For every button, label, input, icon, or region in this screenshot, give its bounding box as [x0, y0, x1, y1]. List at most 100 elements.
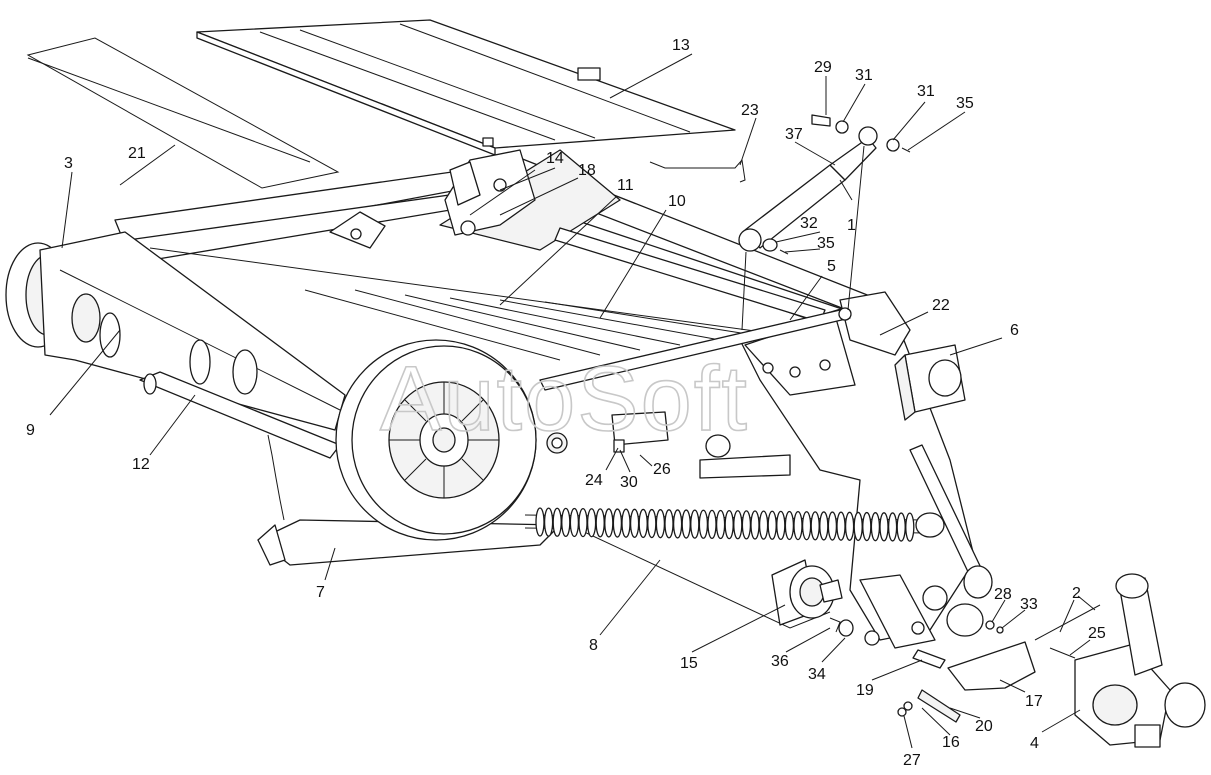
spring-coil — [561, 507, 571, 538]
spring-coil — [586, 508, 597, 538]
callout-18: 18 — [578, 162, 596, 179]
spring-coil — [690, 509, 700, 539]
callout-2: 2 — [1072, 585, 1081, 602]
spring-coil — [681, 509, 691, 539]
spring-coil — [655, 509, 666, 539]
spring-coil — [604, 508, 614, 538]
adjuster-rod — [699, 434, 993, 599]
spring-coil — [552, 507, 562, 537]
spring-coil — [535, 507, 545, 537]
part-5-link-rod — [539, 307, 852, 391]
spring-coil — [827, 511, 838, 541]
part-13-cover-plate — [196, 19, 736, 156]
callout-31b: 31 — [917, 83, 935, 100]
callout-23: 23 — [741, 102, 759, 119]
spring-coil — [638, 508, 648, 539]
callout-26: 26 — [653, 461, 671, 478]
callout-19: 19 — [856, 682, 874, 699]
callout-5: 5 — [827, 258, 836, 275]
part-10-11-slats — [304, 227, 826, 361]
callout-7: 7 — [316, 584, 325, 601]
spring-coil — [853, 511, 863, 542]
callout-6: 6 — [1010, 322, 1019, 339]
part-14-18-upper-bracket — [444, 149, 536, 236]
part-3-9-left-drum — [5, 231, 346, 431]
part-24-26-plate — [546, 411, 669, 454]
part-15-sprocket — [771, 559, 843, 626]
leader-lines — [49, 53, 1096, 749]
spring-coil — [741, 510, 752, 540]
spring-coil — [887, 512, 898, 542]
spring-coil — [724, 509, 734, 540]
spring-coil — [733, 510, 743, 540]
spring-coil — [862, 511, 872, 542]
callout-25: 25 — [1088, 625, 1106, 642]
callout-27: 27 — [903, 752, 921, 769]
callout-10: 10 — [668, 193, 686, 210]
callout-30: 30 — [620, 474, 638, 491]
callout-29: 29 — [814, 59, 832, 76]
callout-12: 12 — [132, 456, 150, 473]
spring-coil — [870, 512, 881, 542]
spring-coil — [715, 509, 726, 540]
spring-coil — [784, 510, 795, 541]
spring-coil — [647, 508, 657, 539]
spring-coil — [879, 512, 889, 542]
spring-coil — [896, 512, 906, 542]
spring-coil — [578, 507, 588, 538]
spring-coil — [776, 510, 786, 541]
spring-coil — [836, 511, 846, 541]
callout-13: 13 — [672, 37, 690, 54]
spring-coil — [819, 511, 829, 541]
callout-36: 36 — [771, 653, 789, 670]
spring-coil — [629, 508, 640, 538]
callout-16: 16 — [942, 734, 960, 751]
spring-coil — [793, 510, 803, 541]
spring-coil — [621, 508, 631, 538]
watermark-text: AutoSoft — [380, 348, 749, 450]
spring-coil — [767, 510, 777, 540]
callout-34: 34 — [808, 666, 826, 683]
callout-15: 15 — [680, 655, 698, 672]
callout-9: 9 — [26, 422, 35, 439]
part-37-hydraulic-cylinder — [738, 114, 911, 331]
callout-17: 17 — [1025, 693, 1043, 710]
spring-coil — [758, 510, 769, 540]
callout-14: 14 — [546, 150, 564, 167]
small-hardware — [829, 585, 1101, 723]
callout-11: 11 — [617, 177, 634, 194]
spring-coil — [750, 510, 760, 540]
spring-coil — [612, 508, 623, 538]
callout-24: 24 — [585, 472, 603, 489]
spring-coil — [698, 509, 709, 539]
spring-coil — [905, 512, 915, 542]
spring-coil — [595, 508, 605, 538]
spring-coil — [707, 509, 717, 540]
spring-coil — [844, 511, 855, 541]
callout-33: 33 — [1020, 596, 1038, 613]
callout-32: 32 — [800, 215, 818, 232]
callout-8: 8 — [589, 637, 598, 654]
callout-22: 22 — [932, 297, 950, 314]
part-4-gearbox — [1074, 573, 1206, 748]
spring-coil — [672, 509, 683, 539]
tension-spring — [524, 507, 926, 542]
part-21-sheet — [26, 37, 340, 189]
callout-3: 3 — [64, 155, 73, 172]
part-6-box — [894, 344, 966, 421]
pulley-wheel — [335, 339, 537, 541]
callout-4: 4 — [1030, 735, 1039, 752]
callout-28: 28 — [994, 586, 1012, 603]
callout-35b: 35 — [817, 235, 835, 252]
spring-coil — [664, 509, 674, 539]
callout-1: 1 — [847, 217, 856, 234]
callout-20: 20 — [975, 718, 993, 735]
callout-37: 37 — [785, 126, 803, 143]
spring-coil — [801, 511, 812, 541]
callout-21: 21 — [128, 145, 146, 162]
spring-coil — [569, 507, 580, 538]
callout-35a: 35 — [956, 95, 974, 112]
spring-coil — [543, 507, 554, 537]
callout-31a: 31 — [855, 67, 873, 84]
